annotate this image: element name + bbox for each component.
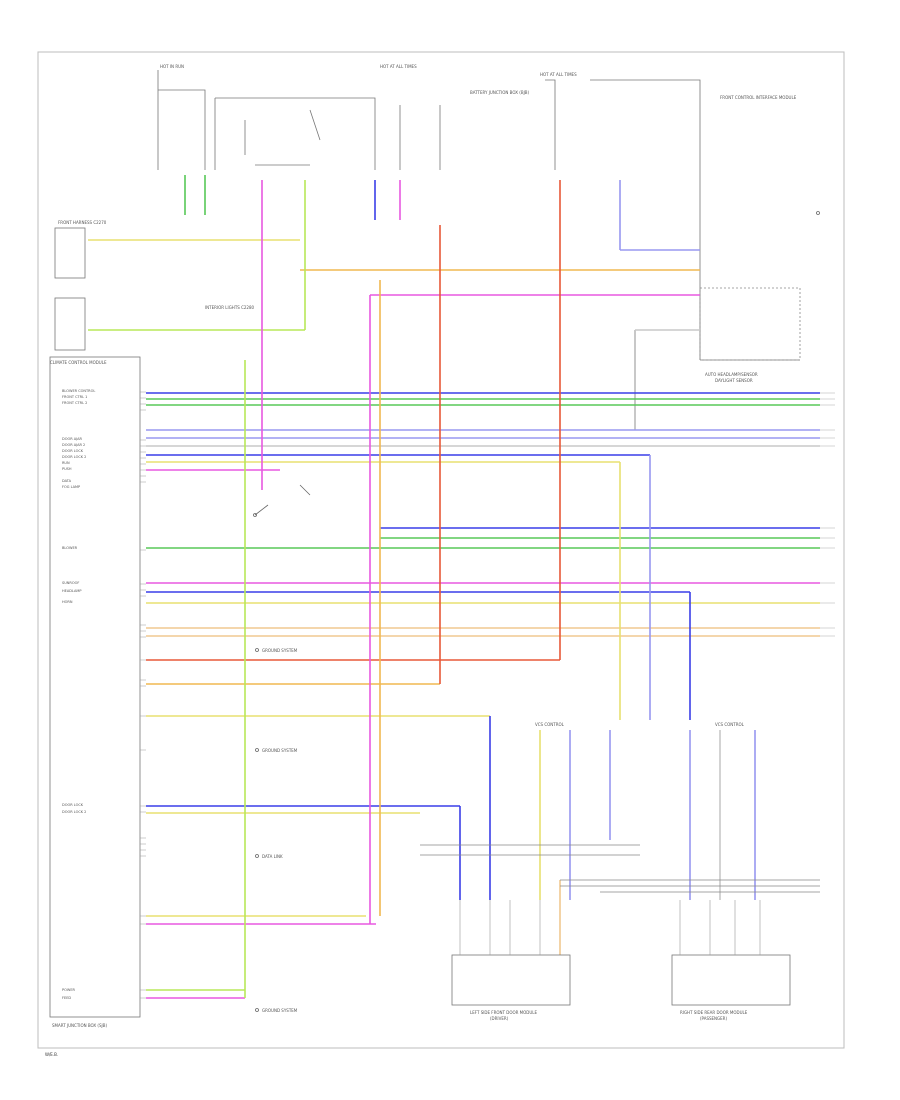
left-door-module-box	[451, 954, 571, 1006]
fuse-right-label: HOT AT ALL TIMES	[540, 72, 577, 77]
pin-label: BLOWER	[62, 546, 78, 550]
fuse-mid-label: HOT AT ALL TIMES	[380, 64, 417, 69]
right-module-subtitle: DAYLIGHT SENSOR	[715, 378, 753, 383]
pin-label: RUN	[62, 461, 70, 465]
pin-label: DATA	[62, 479, 72, 483]
pin-label: DOOR LOCK	[62, 803, 84, 807]
vertical-wires	[184, 175, 756, 998]
front-harness-box	[54, 227, 86, 351]
pin-label: POWER	[62, 988, 75, 992]
right-module-title: AUTO HEADLAMP/SENSOR	[705, 372, 758, 377]
switch-symbols	[253, 211, 820, 1012]
pin-label: DOOR LOCK	[62, 449, 84, 453]
ground-note-2: GROUND SYSTEM	[262, 748, 298, 753]
pin-label: BLOWER CONTROL	[62, 389, 96, 393]
splice-left-label: VCS CONTROL	[535, 722, 564, 727]
pin-label: DOOR AJAR	[62, 437, 82, 441]
splice-right-label: VCS CONTROL	[715, 722, 744, 727]
right-pin-stubs	[820, 392, 835, 637]
page-footer: W/E.B.	[45, 1052, 59, 1057]
door-module-pins	[459, 900, 761, 955]
top-fuse-lines	[157, 70, 800, 430]
pin-label: DOOR LOCK 2	[62, 455, 87, 459]
pin-label: FEED	[62, 996, 72, 1000]
bottom-bus	[420, 844, 820, 893]
auto-headlamp-sensor-box	[699, 287, 801, 361]
ground-note-4: GROUND SYSTEM	[262, 1008, 298, 1013]
climate-module-label: CLIMATE CONTROL MODULE	[50, 360, 107, 365]
right-unit-label: FRONT CONTROL INTERFACE MODULE	[720, 95, 797, 100]
right-door-module-title: RIGHT SIDE REAR DOOR MODULE	[680, 1010, 748, 1015]
battery-junction-label: BATTERY JUNCTION BOX (BJB)	[470, 90, 530, 95]
module-caption: SMART JUNCTION BOX (SJB)	[52, 1023, 108, 1028]
front-harness-label: FRONT HARNESS C2270	[58, 220, 107, 225]
ground-note-1: GROUND SYSTEM	[262, 648, 298, 653]
ground-note-3: DATA LINK	[262, 854, 283, 859]
door-modules	[451, 954, 791, 1006]
pin-label: HORN	[62, 600, 73, 604]
right-door-module-box	[671, 954, 791, 1006]
pin-label: DOOR AJAR 2	[62, 443, 86, 447]
sjb-pin-ticks	[140, 391, 146, 999]
pin-label: FRONT CTRL 1	[62, 395, 88, 399]
pin-label: DOOR LOCK 2	[62, 810, 87, 814]
fuse-left-label: HOT IN RUN	[160, 64, 185, 69]
pin-label: FOG LAMP	[62, 485, 81, 489]
pin-label: SUNROOF	[62, 581, 80, 585]
pin-label: PUSH	[62, 467, 72, 471]
pin-label: HEADLAMP	[62, 589, 82, 593]
pin-label: FRONT CTRL 2	[62, 401, 88, 405]
diagram-border	[37, 51, 845, 1049]
interior-conn-label: INTERIOR LIGHTS C2280	[205, 305, 255, 310]
sjb-module	[49, 356, 141, 1018]
left-door-module-title: LEFT SIDE FRONT DOOR MODULE	[470, 1010, 538, 1015]
right-door-module-sub: (PASSENGER)	[700, 1016, 728, 1021]
left-door-module-sub: (DRIVER)	[490, 1016, 509, 1021]
colored-wires	[88, 239, 820, 999]
